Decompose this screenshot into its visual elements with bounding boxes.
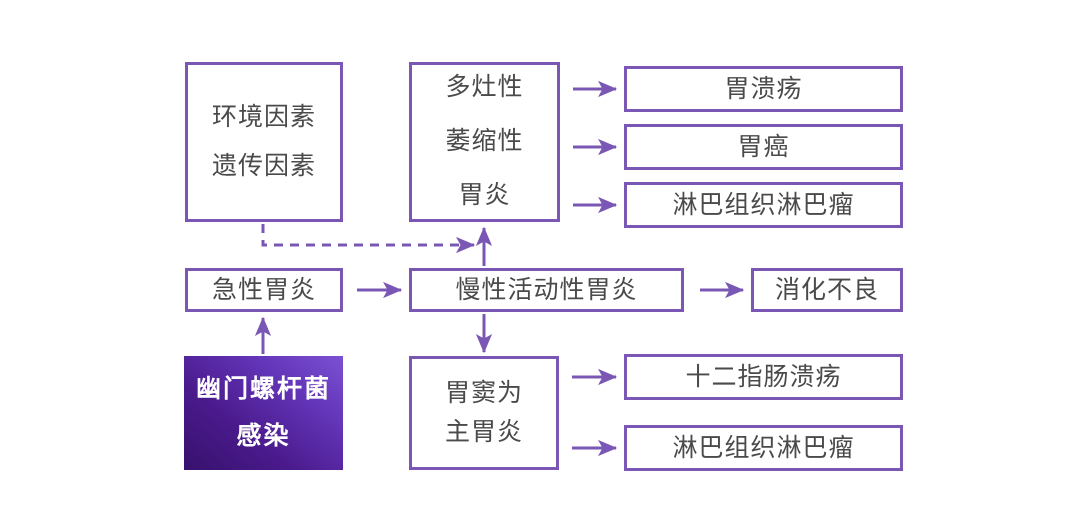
node-dyspepsia[interactable]: 消化不良 xyxy=(751,268,903,312)
node-environmental-genetic-factors[interactable]: 环境因素 遗传因素 xyxy=(185,62,343,222)
node-label: 消化不良 xyxy=(774,275,879,304)
node-label: 淋巴组织淋巴瘤 xyxy=(672,433,855,462)
node-hp-infection[interactable]: 幽门螺杆菌 感染 xyxy=(184,356,343,470)
connector-factors-to-multifocal xyxy=(261,224,476,254)
node-label-line2: 感染 xyxy=(236,422,291,450)
node-label-line2: 主胃炎 xyxy=(444,418,523,446)
node-duodenal-ulcer[interactable]: 十二指肠溃疡 xyxy=(624,354,903,400)
node-label-line1: 胃窦为 xyxy=(444,379,523,408)
node-malt-lymphoma-top[interactable]: 淋巴组织淋巴瘤 xyxy=(624,182,903,228)
node-label-line1: 多灶性 xyxy=(445,73,524,102)
node-label: 胃溃疡 xyxy=(724,74,803,103)
node-gastric-ulcer[interactable]: 胃溃疡 xyxy=(624,66,903,112)
node-malt-lymphoma-bottom[interactable]: 淋巴组织淋巴瘤 xyxy=(624,425,903,471)
node-label: 急性胃炎 xyxy=(211,275,316,304)
node-label: 胃癌 xyxy=(737,132,790,161)
node-chronic-active-gastritis[interactable]: 慢性活动性胃炎 xyxy=(409,268,684,312)
node-antral-predominant-gastritis[interactable]: 胃窦为 主胃炎 xyxy=(409,356,559,470)
node-multifocal-atrophic-gastritis[interactable]: 多灶性 萎缩性 胃炎 xyxy=(409,62,560,222)
node-label-line2: 萎缩性 xyxy=(445,127,524,156)
node-label-line1: 幽门螺杆菌 xyxy=(195,374,331,403)
node-label: 淋巴组织淋巴瘤 xyxy=(672,190,855,219)
node-acute-gastritis[interactable]: 急性胃炎 xyxy=(185,268,343,312)
node-gastric-cancer[interactable]: 胃癌 xyxy=(624,124,903,170)
node-label-line3: 胃炎 xyxy=(458,180,511,209)
node-label-line2: 遗传因素 xyxy=(211,152,316,180)
node-label: 慢性活动性胃炎 xyxy=(455,275,638,304)
node-label-line1: 环境因素 xyxy=(211,103,316,132)
node-label: 十二指肠溃疡 xyxy=(685,362,842,391)
